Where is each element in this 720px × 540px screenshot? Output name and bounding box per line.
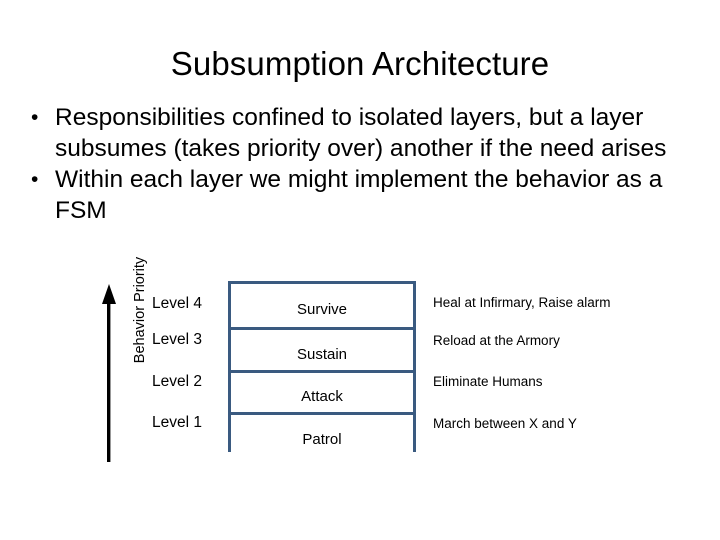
example-note-3: Reload at the Armory [433,333,560,348]
bullet-marker-icon: • [31,106,39,129]
level-label-3: Level 3 [152,331,202,348]
bullet-item-1: • Responsibilities confined to isolated … [27,102,693,164]
example-note-2: Eliminate Humans [433,374,543,389]
level-label-1: Level 1 [152,414,202,431]
priority-axis-label: Behavior Priority [132,256,148,364]
layer-behavior-3: Sustain [296,345,348,363]
layer-behavior-4: Survive [296,301,348,319]
layer-cell-attack[interactable]: Attack [231,369,413,413]
layer-cell-survive[interactable]: Survive [231,284,413,327]
example-note-1: March between X and Y [433,416,577,431]
level-label-4: Level 4 [152,295,202,312]
bullet-item-2: • Within each layer we might implement t… [27,164,693,226]
layer-behavior-1: Patrol [302,431,342,449]
bullet-text-2: Within each layer we might implement the… [55,166,663,224]
example-note-4: Heal at Infirmary, Raise alarm [433,295,611,310]
level-label-2: Level 2 [152,373,202,390]
layer-stack: Survive Sustain Attack Patrol [228,281,416,455]
bullet-text-1: Responsibilities confined to isolated la… [55,104,667,162]
layer-cell-patrol[interactable]: Patrol [231,412,413,455]
layer-behavior-2: Attack [301,388,343,406]
page-title: Subsumption Architecture [170,45,550,82]
bullet-marker-icon: • [31,168,39,191]
body-text-block: • Responsibilities confined to isolated … [27,102,693,226]
layer-cell-sustain[interactable]: Sustain [231,326,413,370]
priority-arrow-icon [96,284,122,462]
